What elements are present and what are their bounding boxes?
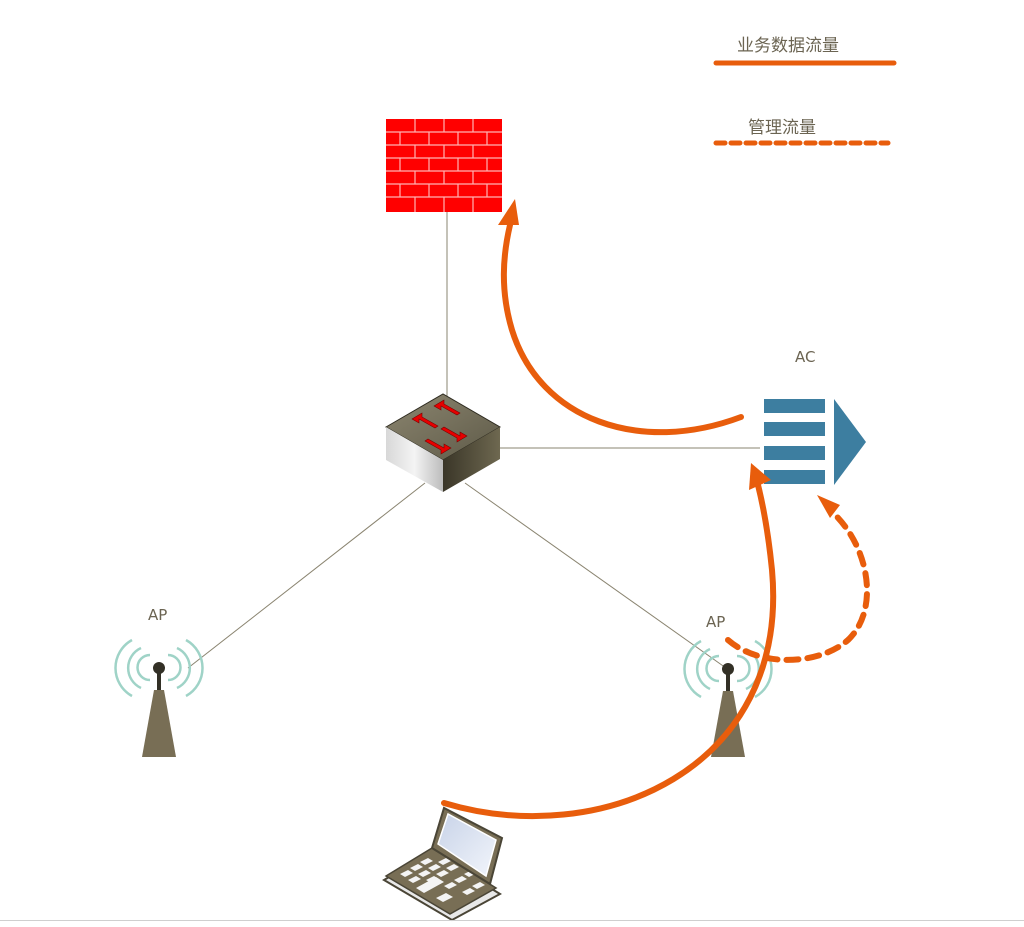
flow-ap-to-ac-mgmt (725, 507, 870, 663)
flow-ac-to-firewall (500, 222, 744, 436)
bottom-divider (0, 920, 1024, 921)
firewall-icon[interactable] (386, 119, 502, 212)
business-traffic-flow (441, 222, 777, 819)
arrowhead-ac (749, 463, 771, 490)
network-links (187, 212, 760, 669)
laptop-icon[interactable] (0, 806, 504, 922)
link-switch-ap-right (464, 482, 727, 669)
link-switch-ap-left (187, 482, 426, 669)
switch-icon[interactable] (385, 393, 501, 492)
legend-business-traffic-label: 业务数据流量 (737, 36, 839, 56)
ac-controller-icon[interactable] (764, 399, 866, 485)
arrowhead-mgmt (817, 495, 840, 518)
access-point-icon-right[interactable] (683, 639, 773, 757)
business-traffic-arrowheads (498, 199, 771, 490)
legend-management-traffic-label: 管理流量 (748, 118, 816, 138)
access-point-icon-left[interactable] (114, 638, 204, 757)
management-traffic-flow (725, 495, 870, 663)
flow-laptop-to-ac (441, 482, 777, 819)
arrowhead-firewall (498, 199, 519, 225)
ap-left-label: AP (148, 606, 168, 624)
ac-label: AC (795, 348, 816, 366)
ap-right-label: AP (706, 613, 726, 631)
